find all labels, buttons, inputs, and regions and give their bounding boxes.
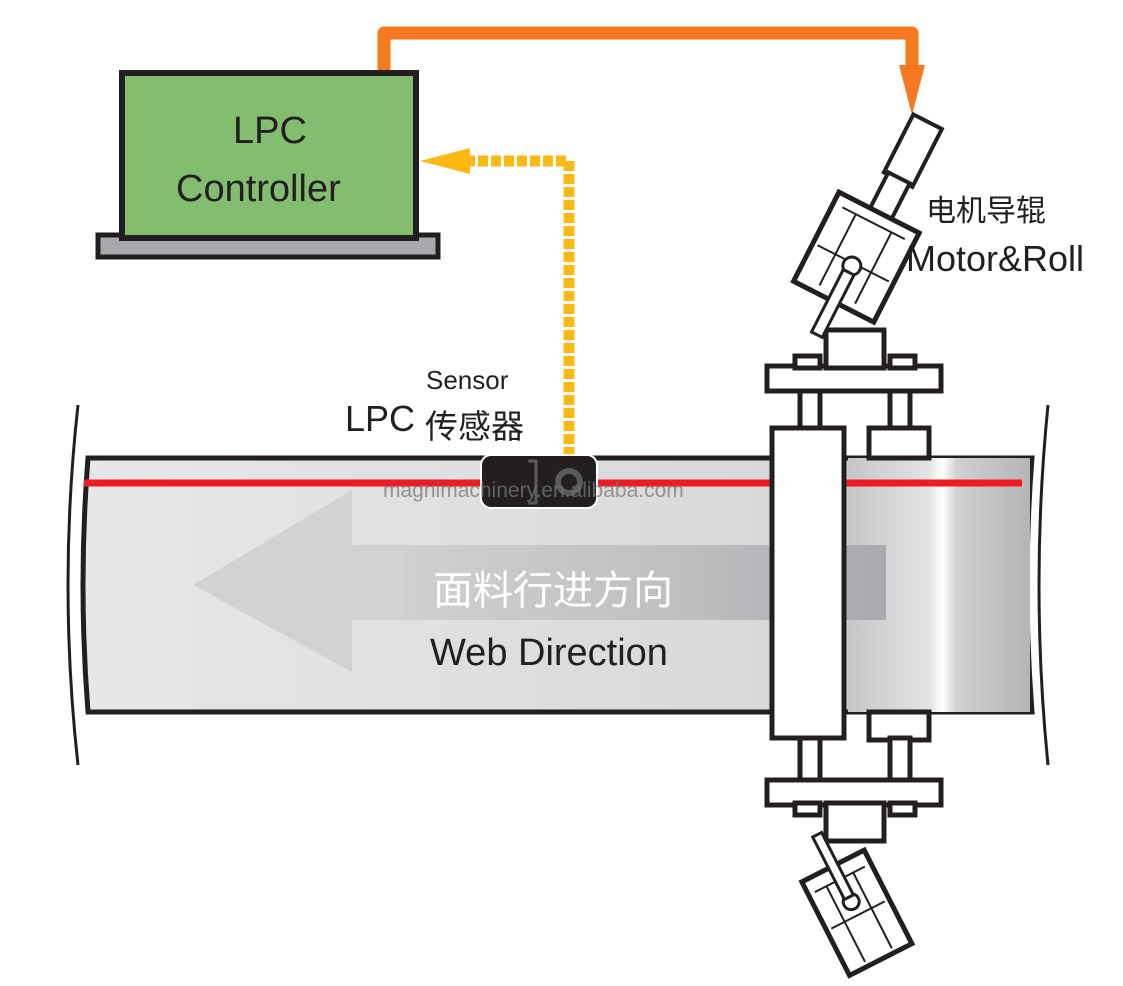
- break-mark-right: [1037, 404, 1050, 766]
- motor-label-cn: 电机导辊: [926, 194, 1046, 229]
- motor-bottom: [798, 830, 916, 979]
- break-mark-left: [66, 404, 80, 766]
- sensor-label-prefix: LPC: [345, 398, 416, 439]
- motor-top: [790, 111, 945, 340]
- controller-label-line1: LPC: [233, 110, 307, 152]
- lpc-sensor: [480, 454, 598, 509]
- watermark: magnimachinery.en.alibaba.com: [383, 479, 684, 502]
- sensor-label-cn: 传感器: [425, 407, 524, 446]
- sensor-label-en: Sensor: [426, 365, 509, 395]
- control-signal-line: [377, 26, 925, 115]
- controller-label-line2: Controller: [176, 168, 341, 210]
- arrow-head-icon: [420, 148, 470, 174]
- lpc-controller: [95, 70, 441, 260]
- motor-label-en: Motor&Roll: [906, 238, 1085, 279]
- web-direction-en: Web Direction: [430, 632, 668, 674]
- sensor-signal-line: [420, 148, 575, 470]
- web-direction-cn: 面料行进方向: [433, 568, 673, 614]
- arrow-head-icon: [899, 65, 925, 115]
- guide-roller-assembly: [764, 327, 944, 844]
